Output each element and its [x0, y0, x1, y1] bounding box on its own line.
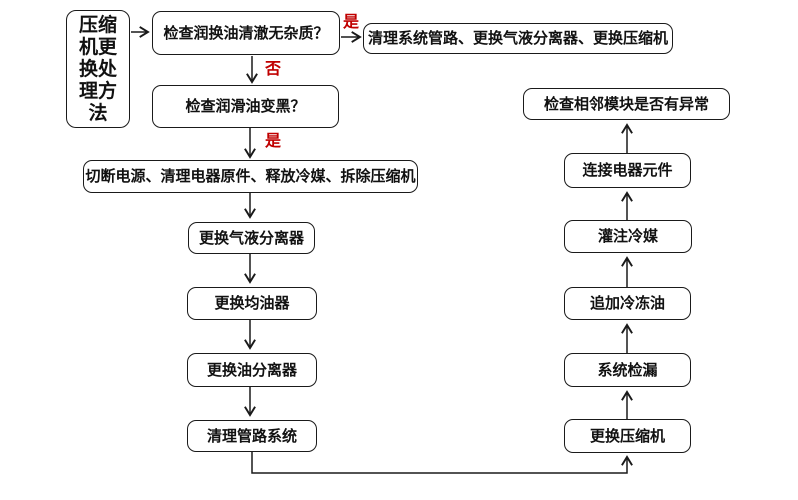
node-charge-refrigerant: 灌注冷媒 [564, 220, 692, 253]
decision-label-yes-top: 是 [343, 12, 360, 31]
edge-bottom-connector [251, 452, 633, 474]
decision-label-yes-middle: 是 [265, 131, 282, 150]
node-check-adjacent-modules: 检查相邻模块是否有异常 [523, 88, 730, 120]
node-replace-gas-liquid-separator: 更换气液分离器 [188, 222, 315, 254]
node-replace-oil-balancer: 更换均油器 [187, 287, 317, 320]
node-cut-power: 切断电源、清理电器原件、释放冷媒、拆除压缩机 [83, 160, 418, 193]
node-check-oil-black: 检查润滑油变黑？ [152, 85, 339, 128]
node-replace-compressor: 更换压缩机 [564, 419, 691, 453]
node-clean-system: 清理系统管路、更换气液分离器、更换压缩机 [363, 23, 673, 54]
node-clean-pipe-system: 清理管路系统 [187, 420, 317, 452]
flowchart-title-box: 压缩机更换处理方法 [66, 10, 130, 128]
node-check-oil-clear: 检查润换油清澈无杂质？ [152, 11, 340, 55]
node-connect-electrical-parts: 连接电器元件 [564, 153, 691, 188]
node-system-leak-check: 系统检漏 [564, 353, 691, 387]
decision-label-no: 否 [265, 59, 282, 78]
node-add-refrigeration-oil: 追加冷冻油 [564, 287, 691, 320]
node-replace-oil-separator: 更换油分离器 [187, 353, 317, 387]
